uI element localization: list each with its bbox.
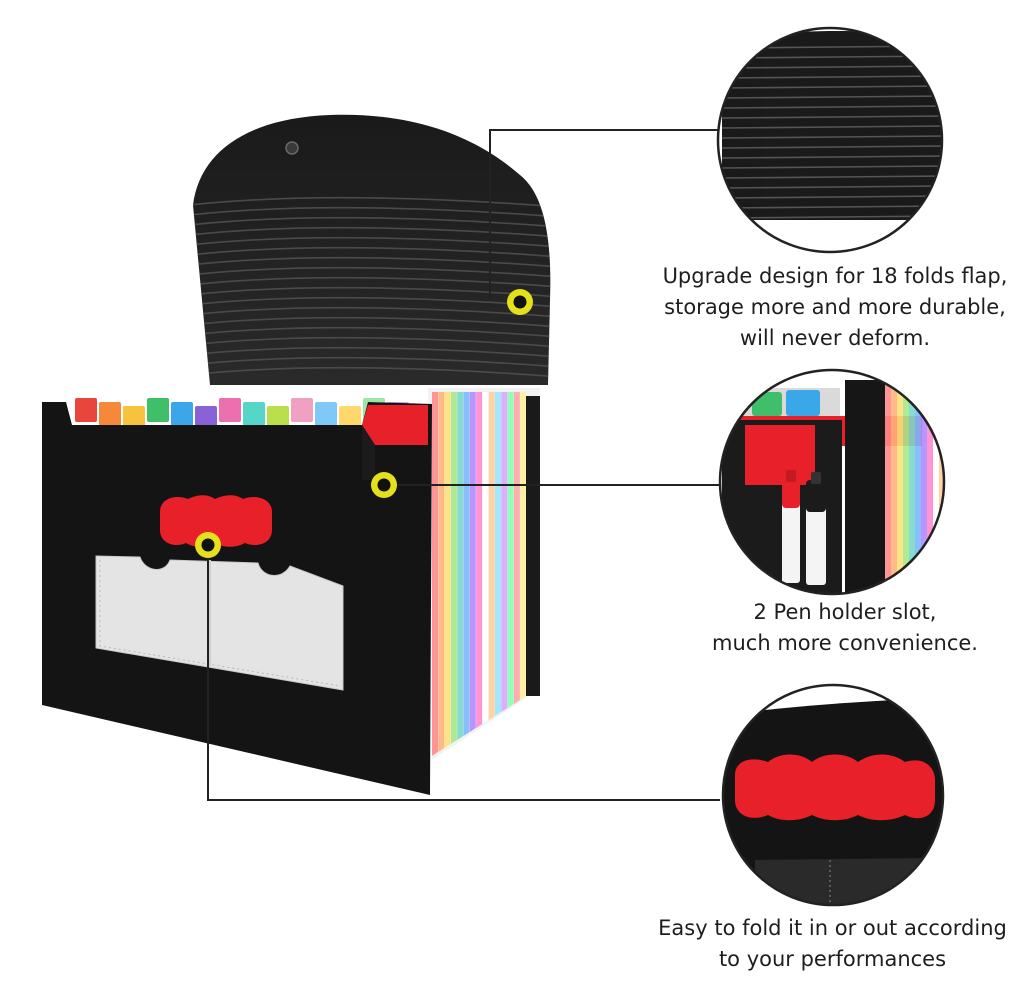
closeup-fold-line: [721, 65, 942, 69]
flap-folds: [193, 196, 551, 378]
flap-fold-line: [193, 206, 551, 218]
handle-closeup: [735, 754, 935, 821]
closeup-fold-line: [721, 85, 942, 89]
rainbow-strip: [501, 392, 508, 712]
closeup-fold-line: [721, 105, 942, 109]
closeup-rainbow-strip: [921, 380, 927, 594]
closeup-rainbow-strip: [915, 380, 921, 594]
rainbow-strip: [495, 392, 501, 716]
index-tab: [75, 398, 97, 422]
closeup-rainbow-strip: [891, 380, 897, 594]
flap-fold-line: [193, 326, 551, 338]
callout-dot-handle: [195, 532, 221, 558]
rainbow-strip: [507, 392, 514, 708]
index-tab: [291, 398, 313, 422]
flap-fold-line: [193, 236, 551, 248]
closeup-rainbow-strip: [909, 380, 915, 594]
callout-line-handle: [207, 545, 720, 801]
closeup-fold-line: [721, 45, 942, 49]
back-panel-edge: [526, 396, 540, 696]
flap-fold-line: [193, 196, 551, 208]
closeup-fold-line: [721, 195, 942, 199]
flap-fold-line: [193, 336, 551, 348]
closeup-fold-line: [721, 95, 942, 99]
closeup-fold-line: [721, 215, 942, 219]
caption-pen-holder: 2 Pen holder slot, much more convenience…: [712, 600, 978, 655]
label-pocket: [95, 555, 344, 691]
index-tab: [99, 402, 121, 426]
pen-red-icon: [782, 470, 800, 583]
closeup-fold-line: [721, 75, 942, 79]
callout-lines: [207, 129, 720, 801]
accordion-side: [428, 388, 540, 760]
closeup-fold-line: [721, 155, 942, 159]
folder-front-panel: [42, 402, 432, 795]
rainbow-strip: [482, 392, 489, 724]
flap-fold-line: [193, 316, 551, 328]
closeup-rainbow-strip: [903, 380, 909, 594]
closeup-rainbow-strip: [885, 380, 891, 594]
rainbow-strip: [457, 392, 464, 740]
rainbow-closeup: [885, 380, 944, 594]
pen-black-icon: [806, 472, 826, 585]
flap-fold-line: [193, 356, 551, 368]
index-tab: [339, 406, 361, 430]
rainbow-strip: [520, 392, 527, 700]
closeup-rainbow-strip: [933, 380, 939, 594]
carry-handle: [160, 495, 272, 547]
flap-fold-line: [193, 346, 551, 358]
closeup-rainbow-strip: [939, 380, 944, 594]
rainbow-strip: [488, 392, 495, 720]
closeup-fold-line: [721, 115, 942, 119]
detail-circle-folds: [716, 26, 944, 254]
flap-fold-line: [193, 276, 551, 288]
flap-fold-line: [193, 246, 551, 258]
index-tab: [267, 406, 289, 430]
index-tab: [195, 406, 217, 430]
rainbow-strip: [476, 392, 483, 728]
closeup-rainbow-strip: [927, 380, 933, 594]
closeup-rainbow-strip: [897, 380, 903, 594]
index-tab: [219, 398, 241, 422]
closeup-fold-line: [721, 175, 942, 179]
detail-circle-handle: [721, 683, 945, 907]
detail-circle-pen-holder: [718, 368, 946, 596]
index-tab: [243, 402, 265, 426]
flap-fold-line: [193, 366, 551, 378]
closeup-fold-line: [721, 135, 942, 139]
flap-fold-line: [193, 226, 551, 238]
flap-fold-line: [193, 286, 551, 298]
flap-fold-line: [193, 256, 551, 268]
closeup-fold-line: [721, 185, 942, 189]
rainbow-strip: [450, 392, 457, 744]
rainbow-strip: [463, 392, 470, 736]
index-tab: [123, 406, 145, 430]
rainbow-strip: [513, 392, 520, 704]
rainbow-strip: [438, 392, 445, 752]
flap-fold-line: [193, 266, 551, 278]
closeup-fold-line: [721, 165, 942, 169]
callout-dot-pen: [371, 472, 397, 498]
rainbow-strip: [432, 392, 438, 756]
rainbow-strips: [432, 392, 527, 756]
callout-line-flap: [489, 129, 720, 300]
index-tab: [171, 402, 193, 426]
index-tab: [315, 402, 337, 426]
rainbow-strip: [444, 392, 451, 748]
snap-button-icon: [285, 141, 299, 155]
callout-dot-flap: [507, 289, 533, 315]
closeup-fold-line: [721, 205, 942, 209]
rainbow-strip: [469, 392, 476, 732]
flap-fold-line: [193, 216, 551, 228]
red-inner-lining: [362, 405, 428, 445]
folder-flap: [193, 114, 551, 386]
closeup-fold-line: [721, 145, 942, 149]
caption-folds-flap: Upgrade design for 18 folds flap, storag…: [662, 264, 1008, 350]
index-tab: [147, 398, 169, 422]
flap-fold-line: [193, 306, 551, 318]
closeup-fold-line: [721, 125, 942, 129]
caption-fold-in-out: Easy to fold it in or out according to y…: [658, 916, 1007, 971]
